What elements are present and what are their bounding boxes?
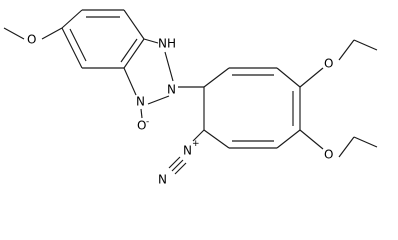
ethoxy-oxygen-bottom-label: O — [324, 148, 333, 162]
triple-bond-line-2 — [171, 159, 184, 172]
diazonium-charge-label: + — [192, 139, 200, 149]
ch2-ch3-bottom-bond — [353, 136, 378, 148]
diazonium-n-inner-label: N — [183, 144, 192, 158]
methoxy-o-ring-bond — [41, 27, 63, 40]
oxide-oxygen-label: O — [137, 119, 146, 133]
aryl-bond-7 — [203, 129, 230, 149]
n-oxide-label: N — [136, 95, 145, 109]
triazole-ring — [123, 38, 174, 105]
methyl-bond — [3, 27, 25, 40]
benzo-bond-6 — [61, 27, 83, 69]
aryl-ring — [203, 67, 301, 149]
ring-diazonium-bond — [192, 129, 205, 142]
o-ch2-top-bond — [338, 39, 355, 61]
nh-group-label: NH — [158, 37, 176, 51]
benzo-bond-4 — [123, 38, 145, 69]
benzo-bond-4-inner — [120, 38, 138, 63]
aryl-bond-3 — [276, 67, 301, 88]
ethoxy-group-top — [299, 39, 378, 88]
n-noxide-bond — [147, 95, 170, 105]
triple-bond-line-1 — [168, 156, 181, 169]
c-nh-bond — [143, 38, 159, 44]
diazonium-triple-bond — [168, 156, 187, 175]
o-ch2-bottom-bond — [338, 136, 355, 158]
benzo-ring — [61, 9, 145, 69]
n-o-oxide-bond — [140, 108, 143, 119]
benzo-bond-1 — [61, 9, 83, 29]
aryl-bond-1 — [203, 67, 230, 88]
noxide-c-bond — [123, 67, 137, 96]
ethoxy-oxygen-top-label: O — [324, 57, 333, 71]
ring-o-top-bond — [299, 67, 324, 88]
triple-bond-line-3 — [174, 162, 187, 175]
methoxy-group — [3, 27, 63, 40]
benzo-bond-3 — [123, 9, 145, 40]
aryl-bond-5 — [276, 129, 301, 149]
chemical-structure-diagram: O NH N N O - — [3, 9, 378, 187]
ch2-ch3-top-bond — [353, 39, 378, 51]
ethoxy-group-bottom — [299, 129, 378, 158]
methoxy-oxygen-label: O — [27, 33, 36, 47]
benzo-bond-6-inner — [69, 28, 87, 62]
oxide-charge-label: - — [146, 117, 149, 127]
nh-n-bond — [164, 51, 174, 82]
ring-o-bottom-bond — [299, 129, 324, 150]
diazonium-n-terminal-label: N — [158, 173, 167, 187]
n-center-label: N — [167, 83, 176, 97]
